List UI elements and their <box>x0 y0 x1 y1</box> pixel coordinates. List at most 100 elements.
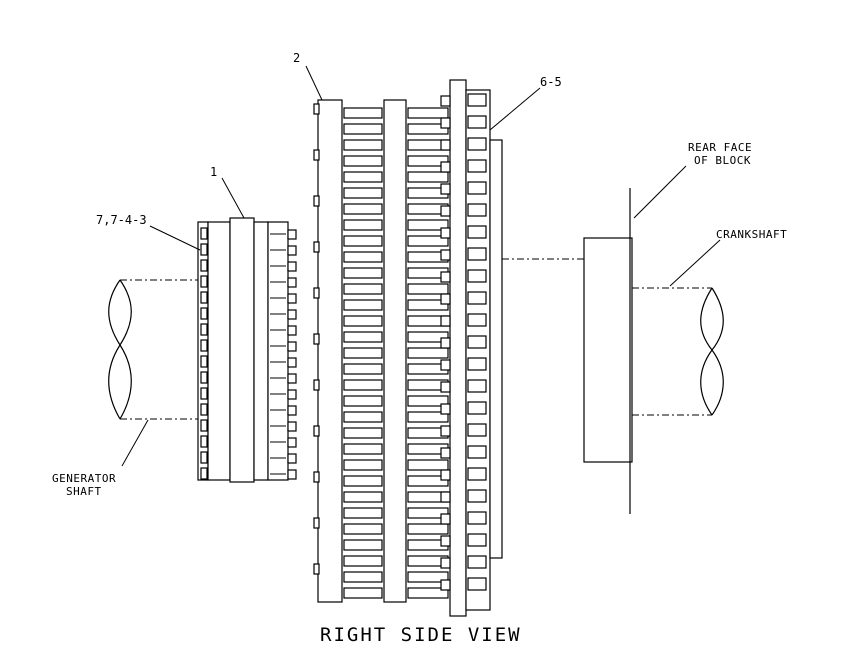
label-rear-face-line1: REAR FACE <box>688 141 752 154</box>
cell-right <box>407 507 449 519</box>
cell-left <box>343 411 383 423</box>
cell-left <box>343 427 383 439</box>
cell-right <box>407 235 449 247</box>
stud-inner <box>440 337 451 349</box>
label-crankshaft: CRANKSHAFT <box>716 228 787 241</box>
bolt-head <box>200 403 208 416</box>
cell-left <box>343 379 383 391</box>
crankshaft-hub <box>583 237 633 463</box>
stud-inner <box>440 381 451 393</box>
label-part-2: 2 <box>293 51 300 65</box>
bolt-nut <box>287 309 297 320</box>
coupling-bolts <box>200 227 297 480</box>
bolt-head <box>200 275 208 288</box>
cell-left <box>343 187 383 199</box>
cell-left <box>343 459 383 471</box>
bolt-nut <box>287 373 297 384</box>
stud-outer <box>467 225 487 239</box>
bolt-head <box>200 419 208 432</box>
stud-inner <box>440 161 451 173</box>
stud-inner <box>440 557 451 569</box>
cell-left <box>343 507 383 519</box>
stud-outer <box>467 401 487 415</box>
bolt-nut <box>287 357 297 368</box>
bolt-nut <box>287 405 297 416</box>
stud-inner <box>440 315 451 327</box>
stud-outer <box>467 423 487 437</box>
cell-right <box>407 331 449 343</box>
stud-outer <box>467 335 487 349</box>
leader-lines <box>121 65 721 467</box>
coupling-assembly <box>197 217 297 483</box>
stud-outer <box>467 291 487 305</box>
cell-left <box>343 491 383 503</box>
stud-inner <box>440 139 451 151</box>
stud-outer <box>467 511 487 525</box>
cell-right <box>407 347 449 359</box>
cell-left <box>343 555 383 567</box>
stud-outer <box>467 159 487 173</box>
plate-bolt <box>313 103 320 115</box>
view-title: RIGHT SIDE VIEW <box>320 624 522 646</box>
stud-outer <box>467 247 487 261</box>
cell-left <box>343 315 383 327</box>
stud-inner <box>440 271 451 283</box>
stud-inner <box>440 491 451 503</box>
bolt-head <box>200 435 208 448</box>
stud-outer <box>467 357 487 371</box>
bolt-nut <box>287 389 297 400</box>
plate-bolt <box>313 241 320 253</box>
stud-outer <box>467 379 487 393</box>
plate-bolt <box>313 333 320 345</box>
bolt-nut <box>287 293 297 304</box>
cell-right <box>407 155 449 167</box>
bolt-nut <box>287 325 297 336</box>
cell-left <box>343 267 383 279</box>
label-part-1: 1 <box>210 165 217 179</box>
stud-outer <box>467 137 487 151</box>
cell-left <box>343 299 383 311</box>
label-part-6-5: 6-5 <box>540 75 562 89</box>
stud-inner <box>440 117 451 129</box>
cell-left <box>343 571 383 583</box>
stud-inner <box>440 249 451 261</box>
plate-bolt <box>313 195 320 207</box>
flywheel-assembly <box>313 79 503 617</box>
cell-left <box>343 171 383 183</box>
label-generator-line2: SHAFT <box>66 485 102 498</box>
cell-left <box>343 475 383 487</box>
bolt-head <box>200 259 208 272</box>
cell-right <box>407 219 449 231</box>
stud-outer <box>467 467 487 481</box>
stud-outer <box>467 269 487 283</box>
cell-left <box>343 587 383 599</box>
generator-shaft <box>108 279 200 420</box>
cell-right <box>407 523 449 535</box>
cell-left <box>343 331 383 343</box>
stud-inner <box>440 359 451 371</box>
cell-left <box>343 251 383 263</box>
stud-inner <box>440 183 451 195</box>
bolt-head <box>200 339 208 352</box>
stud-outer <box>467 313 487 327</box>
bolt-nut <box>287 341 297 352</box>
cell-right <box>407 107 449 119</box>
cell-right <box>407 395 449 407</box>
stud-outer <box>467 445 487 459</box>
plate-bolt <box>313 379 320 391</box>
plate-bolt <box>313 563 320 575</box>
stud-outer <box>467 203 487 217</box>
bolt-nut <box>287 469 297 480</box>
stud-inner <box>440 227 451 239</box>
plate-bolt <box>313 287 320 299</box>
crankshaft-assembly <box>583 188 724 514</box>
cell-right <box>407 411 449 423</box>
cell-left <box>343 523 383 535</box>
stud-inner <box>440 513 451 525</box>
bolt-nut <box>287 453 297 464</box>
cell-right <box>407 299 449 311</box>
cell-right <box>407 459 449 471</box>
plate-bolt <box>313 471 320 483</box>
cell-left <box>343 107 383 119</box>
stud-inner <box>440 205 451 217</box>
